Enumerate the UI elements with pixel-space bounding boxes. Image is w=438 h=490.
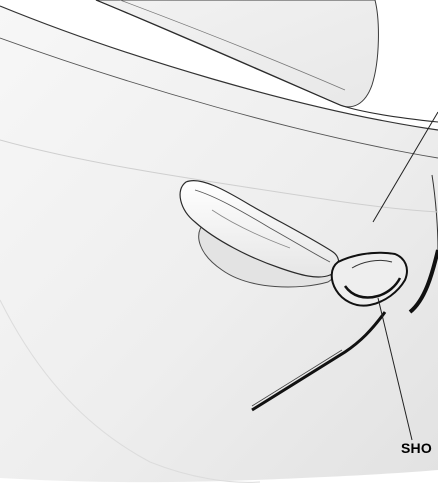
body-crease xyxy=(0,139,438,213)
window-frame-outer xyxy=(0,5,438,131)
door-seam-fine xyxy=(251,349,343,407)
leader-line-top xyxy=(372,111,438,223)
frame-upper-edge xyxy=(119,0,346,91)
door-handle xyxy=(179,180,340,278)
shim-fold xyxy=(351,259,393,269)
callout-label: SHO xyxy=(401,440,432,456)
lower-contour xyxy=(0,299,261,483)
door-seam xyxy=(251,311,387,412)
door-rear-edge xyxy=(408,249,438,314)
window-frame-top xyxy=(95,0,438,123)
handle-pocket xyxy=(211,209,291,249)
handle-inner-line xyxy=(194,189,331,263)
window-frame-inner xyxy=(0,37,438,159)
leader-line-bottom xyxy=(377,297,413,441)
shim-tape xyxy=(343,277,402,299)
